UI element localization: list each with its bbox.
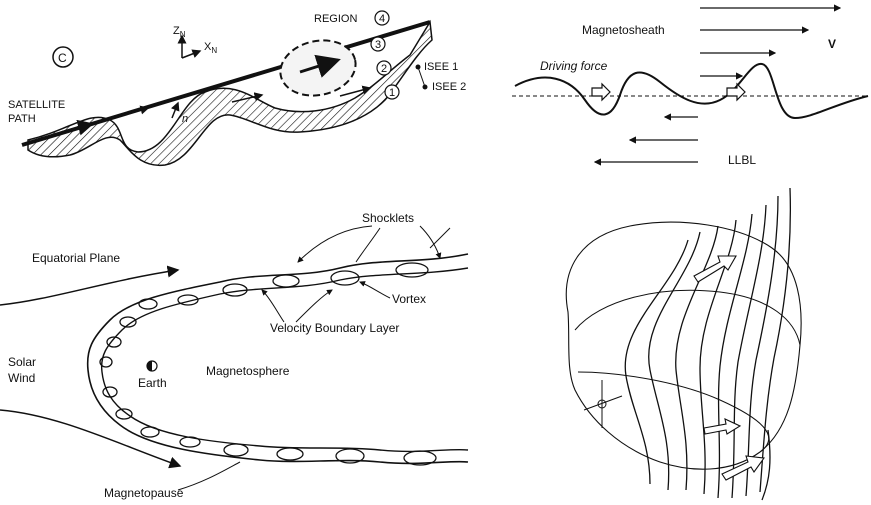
vortex-ellipse (275, 34, 361, 103)
velocity-label: V (828, 37, 836, 51)
satellite-path-arrow-2 (112, 108, 148, 118)
equatorial-plane-label: Equatorial Plane (32, 251, 120, 265)
region-label: REGION (314, 13, 357, 25)
isee2-label: ISEE 2 (432, 81, 466, 93)
satellite-path-label-2: PATH (8, 113, 36, 125)
driving-force-label: Driving force (540, 59, 608, 73)
panel-c: n C ZN XN REGION 4 3 2 1 ISEE 1 ISEE 2 S… (8, 11, 466, 165)
panel-letter: C (58, 51, 67, 65)
isee1-label: ISEE 1 (424, 61, 458, 73)
panel-kh: Magnetosheath V Driving force LLBL (512, 8, 868, 167)
region-2-number: 2 (381, 63, 387, 75)
axis-x-line (182, 51, 200, 58)
boundary-surface (566, 222, 801, 469)
solar-wind-label-2: Wind (8, 371, 35, 385)
panel-3d-flux (566, 188, 801, 500)
satellite-path-label-1: SATELLITE (8, 99, 65, 111)
region-1-number: 1 (389, 87, 395, 99)
axis-x-label: XN (204, 41, 217, 55)
magnetosphere-label: Magnetosphere (206, 364, 290, 378)
earth-symbol (147, 361, 157, 371)
solar-wind-label-1: Solar (8, 355, 36, 369)
vbl-label: Velocity Boundary Layer (270, 321, 399, 335)
normal-label: n (182, 113, 188, 125)
panel-magnetosphere: Equatorial Plane Solar Wind Shocklets Vo… (0, 211, 468, 500)
magnetosheath-label: Magnetosheath (582, 23, 665, 37)
earth-label: Earth (138, 376, 167, 390)
axis-z-label: ZN (173, 25, 186, 39)
driving-force-arrow-1 (592, 84, 610, 100)
flow-arrow-1 (694, 256, 736, 282)
vortex-label: Vortex (392, 292, 426, 306)
flow-arrow-3 (722, 456, 764, 480)
crosshair-marker (584, 380, 622, 428)
llbl-label: LLBL (728, 153, 756, 167)
region-3-number: 3 (375, 39, 381, 51)
region-4-number: 4 (379, 13, 385, 25)
magnetopause-label: Magnetopause (104, 486, 184, 500)
normal-vector (172, 103, 178, 118)
shocklets-label: Shocklets (362, 211, 414, 225)
field-lines (625, 188, 790, 500)
